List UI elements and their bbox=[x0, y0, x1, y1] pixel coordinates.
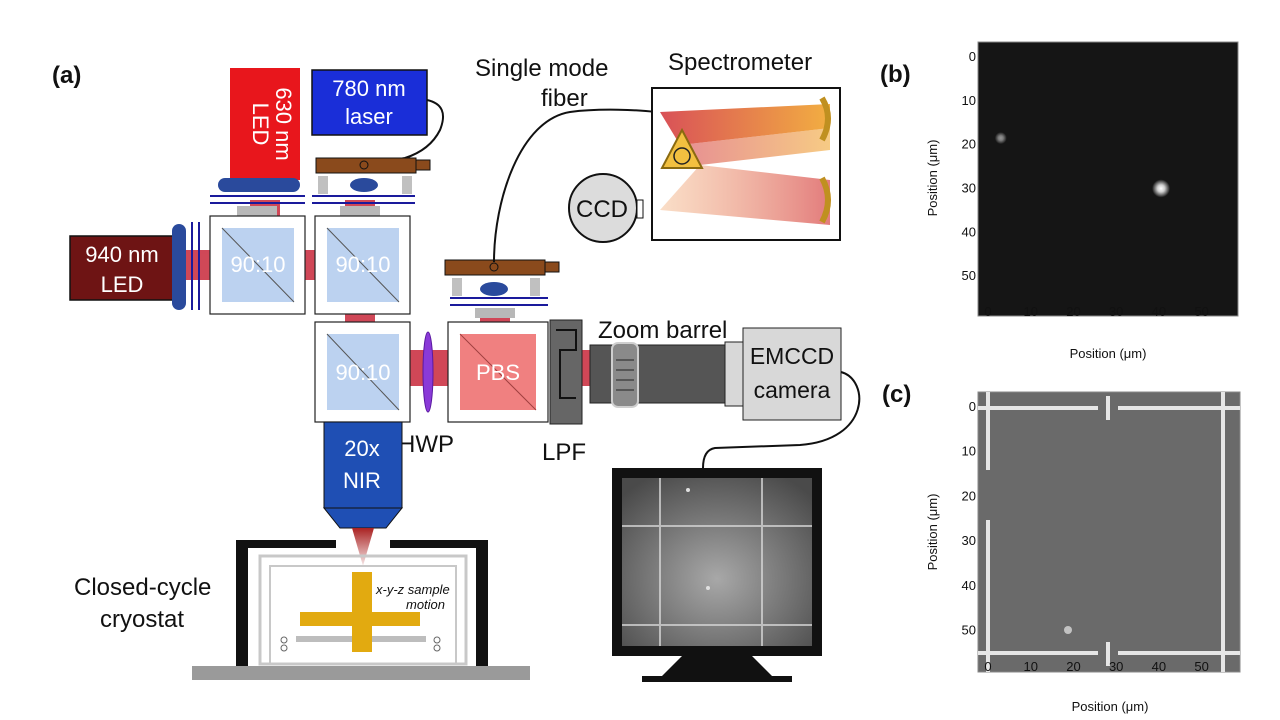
bs-top-left-label: 90:10 bbox=[230, 252, 285, 277]
objective-20x[interactable]: 20x NIR bbox=[322, 421, 404, 566]
panel-b-xlabel: Position (μm) bbox=[1070, 346, 1147, 361]
polarizing-beam-splitter[interactable]: PBS bbox=[447, 321, 549, 423]
laser-fiber bbox=[379, 99, 444, 163]
beam-splitter-top-right[interactable]: 90:10 bbox=[314, 215, 411, 315]
panel_b-y-tick: 50 bbox=[962, 268, 976, 283]
half-wave-plate[interactable] bbox=[422, 331, 434, 413]
panel_c-y-tick: 20 bbox=[962, 488, 976, 503]
panel_b-y-tick: 40 bbox=[962, 224, 976, 239]
panel_b-x-tick: 0 bbox=[984, 304, 991, 319]
panel_c-x-tick: 0 bbox=[984, 659, 991, 674]
panel_c-y-tick: 40 bbox=[962, 578, 976, 593]
ccd-detector[interactable]: CCD bbox=[568, 173, 644, 243]
led-630-line1: 630 nm bbox=[271, 87, 296, 160]
panel_c-y-tick: 30 bbox=[962, 533, 976, 548]
panel-label-c: (c) bbox=[882, 381, 911, 408]
monitor[interactable] bbox=[612, 468, 822, 682]
holder-plates bbox=[237, 206, 515, 318]
panel-b-frame bbox=[977, 41, 1239, 317]
panel_c-y-tick: 0 bbox=[969, 399, 976, 414]
led-940-line2: LED bbox=[101, 272, 144, 297]
emccd-line1: EMCCD bbox=[750, 343, 834, 369]
panel_b-y-tick: 10 bbox=[962, 93, 976, 108]
hwp-label: HWP bbox=[398, 431, 454, 458]
panel_b-x-tick: 40 bbox=[1152, 304, 1166, 319]
panel_b-y-tick: 0 bbox=[969, 49, 976, 64]
led-940-line1: 940 nm bbox=[85, 242, 158, 267]
panel_c-y-tick: 50 bbox=[962, 623, 976, 638]
panel-c-frame bbox=[977, 391, 1241, 673]
single-mode-fiber bbox=[493, 108, 656, 263]
panel_b-x-tick: 10 bbox=[1023, 304, 1037, 319]
panel-b-image: 0 10 20 30 40 50 0 10 20 30 40 50 bbox=[962, 41, 1239, 319]
led-630-line2: LED bbox=[248, 103, 273, 146]
fiber-label-line1: Single mode bbox=[475, 55, 608, 82]
laser-780nm[interactable]: 780 nm laser bbox=[311, 69, 428, 136]
emitter-spot bbox=[1152, 179, 1171, 198]
cryostat-line2: cryostat bbox=[100, 606, 184, 633]
panel-label-a: (a) bbox=[52, 62, 81, 89]
panel-c-image: 0 10 20 30 40 50 0 10 20 30 40 50 bbox=[962, 391, 1241, 674]
sample-stage[interactable] bbox=[300, 572, 420, 652]
panel-label-b: (b) bbox=[880, 61, 911, 88]
ccd-label: CCD bbox=[576, 196, 628, 223]
spectrometer-label: Spectrometer bbox=[668, 49, 812, 76]
panel_c-x-tick: 50 bbox=[1194, 659, 1208, 674]
bs-top-right-label: 90:10 bbox=[335, 252, 390, 277]
camera-cable bbox=[702, 371, 861, 469]
objective-line1: 20x bbox=[344, 436, 379, 461]
long-pass-filter[interactable] bbox=[549, 319, 583, 425]
sample-motion-line2: motion bbox=[406, 597, 445, 612]
zoom-barrel[interactable] bbox=[589, 342, 726, 408]
pbs-label: PBS bbox=[476, 360, 520, 385]
fiber-label-line2: fiber bbox=[541, 85, 588, 112]
cryostat-line1: Closed-cycle bbox=[74, 574, 211, 601]
lpf-label: LPF bbox=[542, 439, 586, 466]
panel_c-x-tick: 30 bbox=[1109, 659, 1123, 674]
emccd-camera[interactable]: EMCCD camera bbox=[724, 327, 842, 421]
panel-b-ylabel: Position (μm) bbox=[925, 140, 940, 217]
panel_b-y-tick: 30 bbox=[962, 180, 976, 195]
filter-holders bbox=[191, 195, 548, 310]
zoom-barrel-label: Zoom barrel bbox=[598, 317, 727, 344]
objective-line2: NIR bbox=[343, 468, 381, 493]
emitter-spot bbox=[994, 132, 1007, 145]
beam-splitter-top-left[interactable]: 90:10 bbox=[209, 215, 306, 315]
beam-splitter-bottom[interactable]: 90:10 bbox=[314, 321, 411, 423]
led-940nm[interactable]: 940 nm LED bbox=[69, 224, 186, 310]
laser-780-line2: laser bbox=[345, 104, 393, 129]
panel_c-x-tick: 40 bbox=[1152, 659, 1166, 674]
panel_b-x-tick: 50 bbox=[1194, 304, 1208, 319]
laser-780-line1: 780 nm bbox=[332, 76, 405, 101]
bs-bottom-label: 90:10 bbox=[335, 360, 390, 385]
spectrometer-box[interactable] bbox=[651, 87, 841, 241]
panel_b-y-tick: 20 bbox=[962, 137, 976, 152]
panel_c-x-tick: 10 bbox=[1023, 659, 1037, 674]
emccd-line2: camera bbox=[754, 377, 831, 403]
sample-motion-line1: x-y-z sample bbox=[375, 582, 450, 597]
fiber-coupler-pbs bbox=[444, 259, 560, 296]
panel-c-ylabel: Position (μm) bbox=[925, 494, 940, 571]
grid-marker-lines bbox=[978, 392, 1240, 672]
led-630nm[interactable]: 630 nm LED bbox=[218, 68, 300, 192]
fiber-coupler-top bbox=[315, 157, 431, 194]
panel_c-y-tick: 10 bbox=[962, 444, 976, 459]
panel-c-xlabel: Position (μm) bbox=[1072, 699, 1149, 714]
panel_b-x-tick: 20 bbox=[1066, 304, 1080, 319]
panel_c-x-tick: 20 bbox=[1066, 659, 1080, 674]
panel-c-emitter bbox=[1064, 626, 1072, 634]
panel_b-x-tick: 30 bbox=[1109, 304, 1123, 319]
